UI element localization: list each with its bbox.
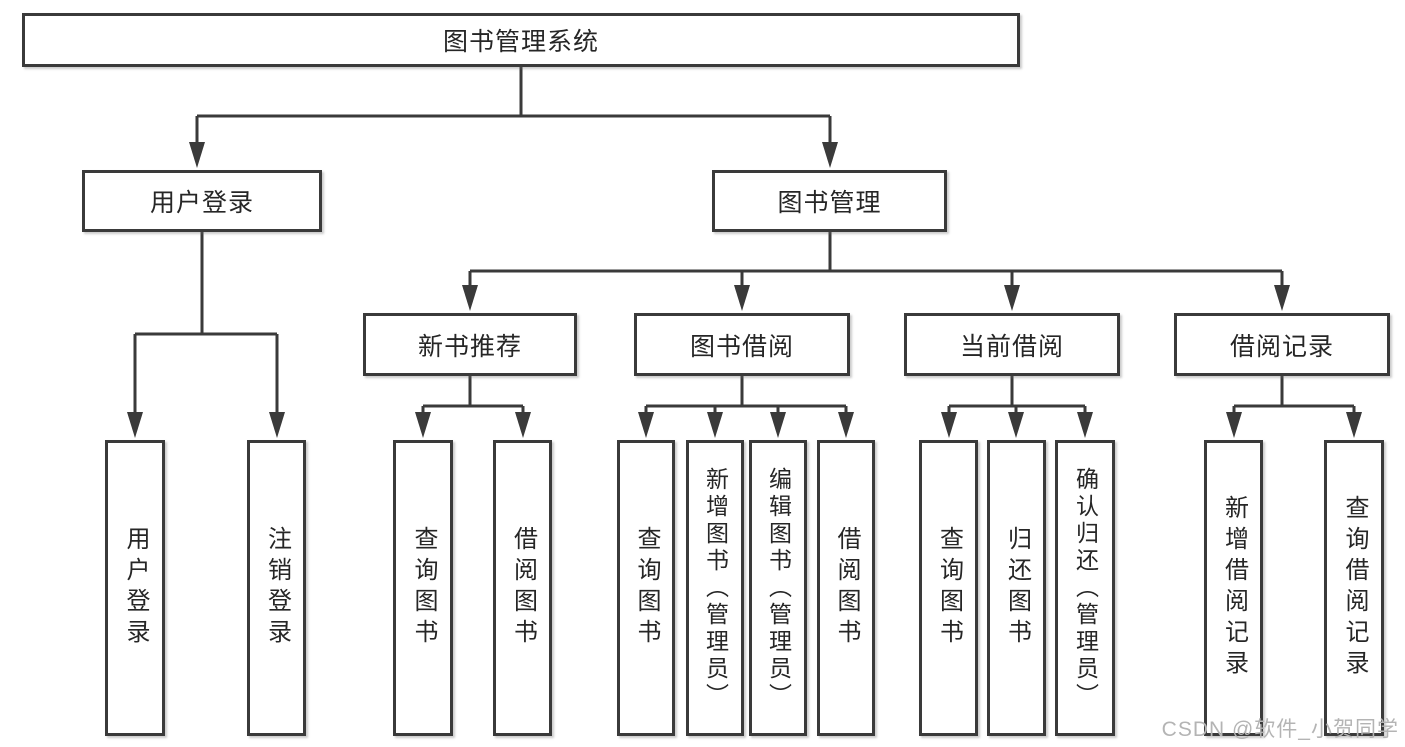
- node-label: 用户登录: [149, 189, 254, 217]
- node-label: 新增图书（管理员）: [702, 466, 729, 710]
- node-label: 查询图书: [410, 526, 437, 650]
- node-label: 查询图书: [935, 526, 963, 650]
- node-label: 借阅记录: [1229, 332, 1334, 361]
- node-label: 注销登录: [263, 526, 291, 650]
- node-label: 借阅图书: [509, 526, 537, 650]
- leaf-logout: 注销登录: [247, 440, 306, 736]
- leaf-confirm-return-admin: 确认归还（管理员）: [1055, 440, 1115, 736]
- leaf-borrow-books-borrow: 借阅图书: [817, 440, 875, 736]
- node-label: 确认归还（管理员）: [1072, 466, 1099, 710]
- node-label: 用户登录: [122, 526, 149, 650]
- node-book-management: 图书管理: [712, 170, 947, 232]
- node-label: 查询图书: [633, 526, 660, 650]
- leaf-edit-book-admin: 编辑图书（管理员）: [749, 440, 807, 736]
- leaf-query-books-recommend: 查询图书: [393, 440, 453, 736]
- leaf-query-books-borrow: 查询图书: [617, 440, 675, 736]
- node-new-book-recommendation: 新书推荐: [363, 313, 577, 376]
- arrowheads: [127, 142, 1362, 438]
- node-user-login: 用户登录: [82, 170, 322, 232]
- leaf-user-login: 用户登录: [105, 440, 165, 736]
- node-book-borrowing: 图书借阅: [634, 313, 850, 376]
- node-label: 新增借阅记录: [1220, 495, 1248, 681]
- node-label: 图书管理系统: [442, 28, 599, 56]
- node-label: 当前借阅: [959, 332, 1064, 361]
- node-label: 查询借阅记录: [1341, 495, 1368, 681]
- node-borrowing-records: 借阅记录: [1174, 313, 1390, 376]
- node-label: 借阅图书: [833, 526, 860, 650]
- node-label: 图书管理: [777, 189, 882, 217]
- leaf-query-books-current: 查询图书: [919, 440, 978, 736]
- node-library-management-system: 图书管理系统: [22, 13, 1020, 67]
- node-label: 图书借阅: [689, 332, 794, 361]
- csdn-watermark: CSDN @软件_小贺同学: [1161, 718, 1399, 741]
- leaf-add-borrow-record: 新增借阅记录: [1204, 440, 1263, 736]
- leaf-add-book-admin: 新增图书（管理员）: [686, 440, 744, 736]
- leaf-query-borrow-record: 查询借阅记录: [1324, 440, 1384, 736]
- leaf-borrow-books-recommend: 借阅图书: [493, 440, 552, 736]
- node-label: 归还图书: [1003, 526, 1031, 650]
- node-label: 编辑图书（管理员）: [765, 466, 792, 710]
- node-label: 新书推荐: [417, 332, 522, 361]
- leaf-return-book: 归还图书: [987, 440, 1046, 736]
- node-current-borrowing: 当前借阅: [904, 313, 1120, 376]
